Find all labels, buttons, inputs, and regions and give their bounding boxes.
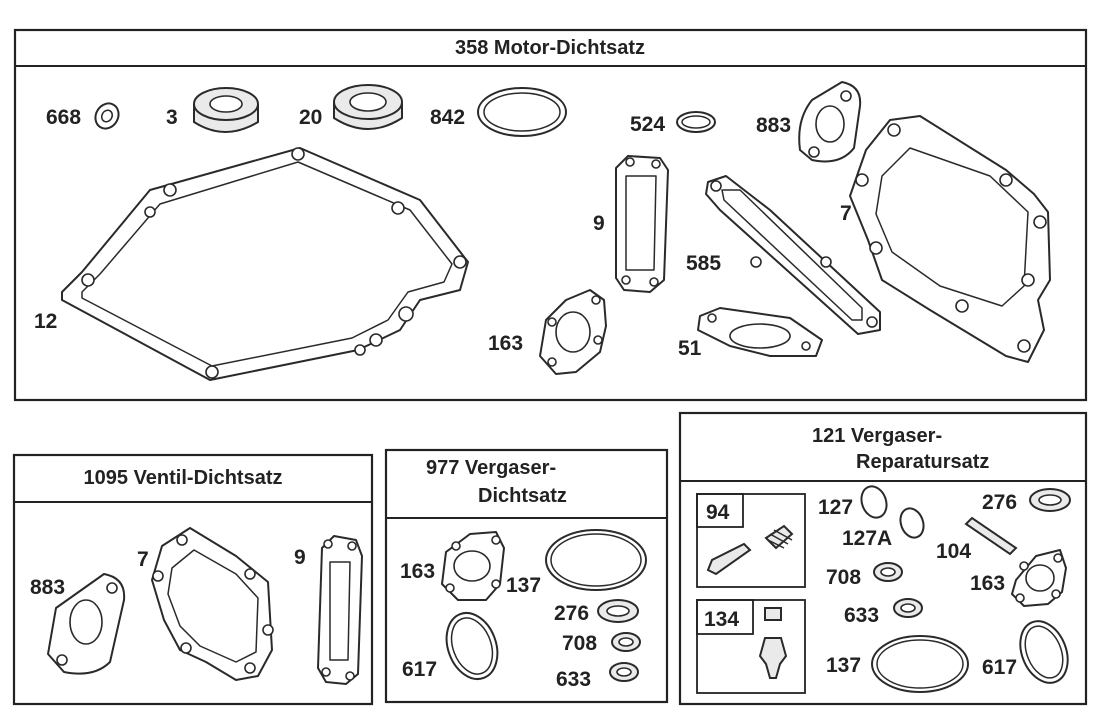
ventil-kit-title: 1095 Ventil-Dichtsatz — [84, 467, 283, 489]
label-668: 668 — [46, 106, 81, 129]
label-524: 524 — [630, 113, 665, 136]
label-104: 104 — [936, 540, 971, 563]
part-7-head-gasket-ventil — [151, 527, 274, 681]
label-708-rep: 708 — [826, 566, 861, 589]
label-883-ventil: 883 — [30, 576, 65, 599]
label-276-rep: 276 — [982, 491, 1017, 514]
motor-kit-title: 358 Motor-Dichtsatz — [455, 37, 645, 59]
part-104-pin — [964, 516, 1018, 556]
part-127a-disk — [899, 507, 925, 539]
part-883-flange-gasket — [798, 81, 862, 163]
label-633-vergaser: 633 — [556, 668, 591, 691]
part-3-oil-seal — [193, 87, 259, 133]
part-163-gasket-vergaser — [441, 531, 505, 601]
label-127: 127 — [818, 496, 853, 519]
part-883-flange-gasket-ventil — [47, 573, 126, 675]
part-137-ring-rep — [871, 635, 969, 693]
part-585-long-gasket — [705, 175, 881, 335]
part-137-ring-vergaser — [545, 529, 647, 591]
label-163-vergaser: 163 — [400, 560, 435, 583]
label-585: 585 — [686, 252, 721, 275]
part-134-needle-valve — [758, 607, 788, 679]
label-617-vergaser: 617 — [402, 658, 437, 681]
subkit-134-box: 134 — [696, 599, 806, 694]
part-127-disk — [860, 485, 888, 519]
part-524-ring — [676, 111, 716, 133]
label-163-rep: 163 — [970, 572, 1005, 595]
label-9-ventil: 9 — [294, 546, 306, 569]
label-137-vergaser: 137 — [506, 574, 541, 597]
vergaser-dichtsatz-title-line2: Dichtsatz — [478, 485, 567, 507]
part-20-oil-seal — [333, 84, 403, 130]
part-94-adjust-screw — [706, 524, 794, 576]
part-163-gasket-motor — [539, 289, 607, 375]
label-127a: 127A — [842, 527, 892, 550]
subkit-134-label: 134 — [704, 608, 739, 631]
subkit-94-label: 94 — [706, 501, 730, 524]
part-617-ring-vergaser — [445, 612, 499, 680]
part-708-washer-rep — [873, 562, 903, 582]
ventil-kit-panel: 1095 Ventil-Dichtsatz — [12, 453, 374, 706]
vergaser-reparatursatz-panel: 121 Vergaser- Reparatursatz — [678, 411, 1088, 706]
part-9-cover-gasket — [615, 155, 669, 293]
part-842-ring — [477, 87, 567, 137]
label-20: 20 — [299, 106, 322, 129]
part-9-cover-gasket-ventil — [317, 535, 363, 685]
label-137-rep: 137 — [826, 654, 861, 677]
label-3: 3 — [166, 106, 178, 129]
label-51: 51 — [678, 337, 702, 360]
label-276-vergaser: 276 — [554, 602, 589, 625]
part-163-gasket-rep — [1011, 549, 1067, 607]
part-276-washer-rep — [1029, 488, 1071, 512]
reparatursatz-title-line1: 121 Vergaser- — [812, 425, 942, 447]
motor-kit-panel: 358 Motor-Dichtsatz — [13, 28, 1088, 402]
vergaser-dichtsatz-title-line1: 977 Vergaser- — [426, 457, 556, 479]
vergaser-dichtsatz-panel: 977 Vergaser- Dichtsatz — [384, 448, 669, 704]
label-7-motor: 7 — [840, 202, 852, 225]
part-12-crankcase-gasket — [61, 147, 469, 381]
reparatursatz-title-line2: Reparatursatz — [856, 451, 989, 473]
part-708-washer-vergaser — [611, 632, 641, 652]
label-12: 12 — [34, 310, 57, 333]
label-9-motor: 9 — [593, 212, 605, 235]
part-7-head-gasket-motor — [849, 115, 1051, 363]
label-163-motor: 163 — [488, 332, 523, 355]
part-276-washer-vergaser — [597, 599, 639, 623]
part-617-ring-rep — [1019, 620, 1069, 684]
label-708-vergaser: 708 — [562, 632, 597, 655]
part-51-flat-gasket — [697, 307, 823, 357]
part-633-washer-vergaser — [609, 662, 639, 682]
part-668-washer — [94, 102, 120, 130]
part-633-washer-rep — [893, 598, 923, 618]
label-883-motor: 883 — [756, 114, 791, 137]
label-842: 842 — [430, 106, 465, 129]
label-617-rep: 617 — [982, 656, 1017, 679]
label-7-ventil: 7 — [137, 548, 149, 571]
label-633-rep: 633 — [844, 604, 879, 627]
subkit-94-box: 94 — [696, 493, 806, 588]
